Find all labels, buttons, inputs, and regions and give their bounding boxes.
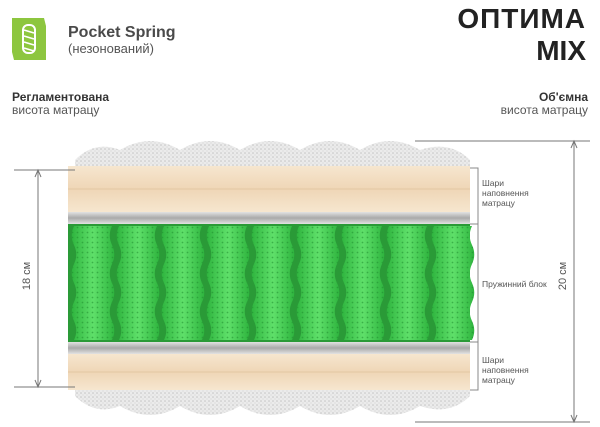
- volume-height-subheading: висота матрацу: [500, 103, 588, 117]
- pocket-spring-texture: [251, 226, 295, 340]
- regulated-height-dimension: [14, 168, 75, 389]
- pocket-spring-texture: [296, 226, 340, 340]
- spring-block-label: Пружинний блок: [482, 279, 547, 289]
- regulated-height-subheading: висота матрацу: [12, 103, 100, 117]
- bottom-layers-label: Шари наповнення матрацу: [482, 355, 529, 385]
- bottom-felt-layer: [68, 342, 470, 354]
- top-layers-bracket: [470, 167, 479, 225]
- pocket-spring-texture: [161, 226, 205, 340]
- volume-height-heading: Об'ємна: [538, 90, 588, 104]
- top-felt-layer: [68, 212, 470, 224]
- pocket-spring-texture: [431, 226, 475, 340]
- pocket-spring-texture: [206, 226, 250, 340]
- pocket-spring-texture: [116, 226, 160, 340]
- brand-title: Pocket Spring: [68, 24, 176, 41]
- regulated-height-heading: Регламентована: [12, 90, 110, 104]
- pocket-spring-texture: [71, 226, 115, 340]
- brand-subtitle: (незонований): [68, 41, 154, 56]
- model-subtitle: MIX: [536, 35, 586, 66]
- quilted-bottom-cover: [75, 388, 470, 415]
- regulated-height-value: 18 см: [21, 261, 34, 291]
- volume-height-dimension: [415, 139, 590, 424]
- spring-logo-icon: [12, 18, 46, 60]
- model-title: ОПТИМА: [457, 3, 586, 34]
- top-layers-label: Шари наповнення матрацу: [482, 178, 529, 208]
- bottom-layers-bracket: [470, 341, 479, 391]
- quilted-top-cover: [75, 141, 470, 168]
- pocket-spring-texture: [386, 226, 430, 340]
- pocket-spring-texture: [341, 226, 385, 340]
- volume-height-value: 20 см: [557, 261, 570, 291]
